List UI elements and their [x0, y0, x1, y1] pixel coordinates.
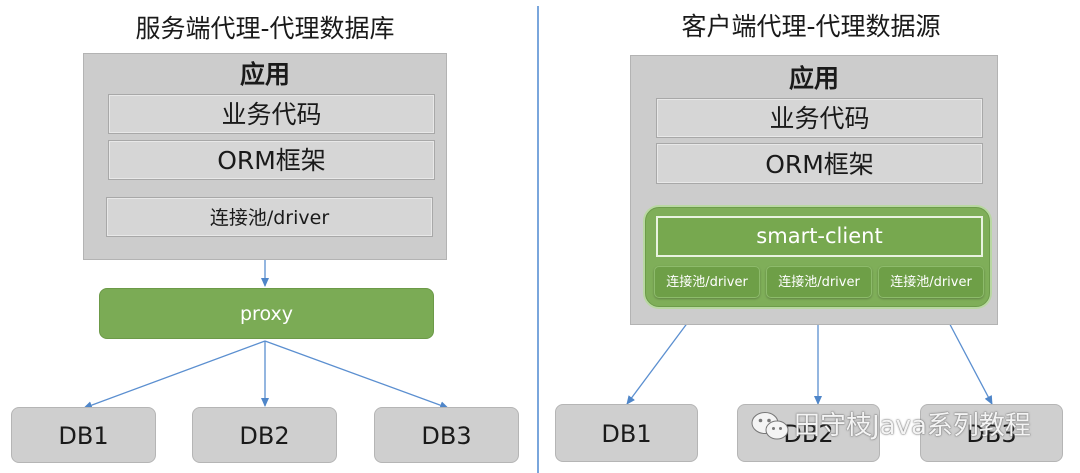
- left-db3: DB3: [374, 407, 519, 463]
- arrow-proxy-to-db1: [83, 340, 266, 409]
- smart-client-label: smart-client: [656, 216, 983, 257]
- right-layer-orm: ORM框架: [656, 143, 983, 184]
- center-divider: [537, 6, 539, 473]
- watermark-text: 田守枝Java系列教程: [794, 411, 1031, 441]
- left-layer-business-code: 业务代码: [108, 94, 435, 134]
- right-pool-driver-2: 连接池/driver: [766, 266, 872, 298]
- watermark: 田守枝Java系列教程: [750, 406, 1050, 446]
- wechat-icon: [751, 412, 789, 440]
- right-layer-business-code: 业务代码: [656, 98, 983, 138]
- right-db1: DB1: [555, 404, 698, 462]
- proxy-box: proxy: [99, 288, 434, 339]
- right-app-label: 应用: [788, 64, 839, 93]
- arrow-proxy-to-db3: [264, 340, 449, 410]
- left-title: 服务端代理-代理数据库: [135, 14, 395, 43]
- left-layer-pool-driver: 连接池/driver: [106, 197, 433, 237]
- right-pool-driver-3: 连接池/driver: [878, 266, 984, 298]
- right-title: 客户端代理-代理数据源: [681, 12, 941, 41]
- left-app-label: 应用: [239, 60, 290, 89]
- left-layer-orm: ORM框架: [108, 140, 435, 180]
- right-pool-driver-1: 连接池/driver: [654, 266, 760, 298]
- right-db3: DB3: [920, 404, 1063, 462]
- left-db1: DB1: [11, 407, 156, 463]
- left-db2: DB2: [192, 407, 337, 463]
